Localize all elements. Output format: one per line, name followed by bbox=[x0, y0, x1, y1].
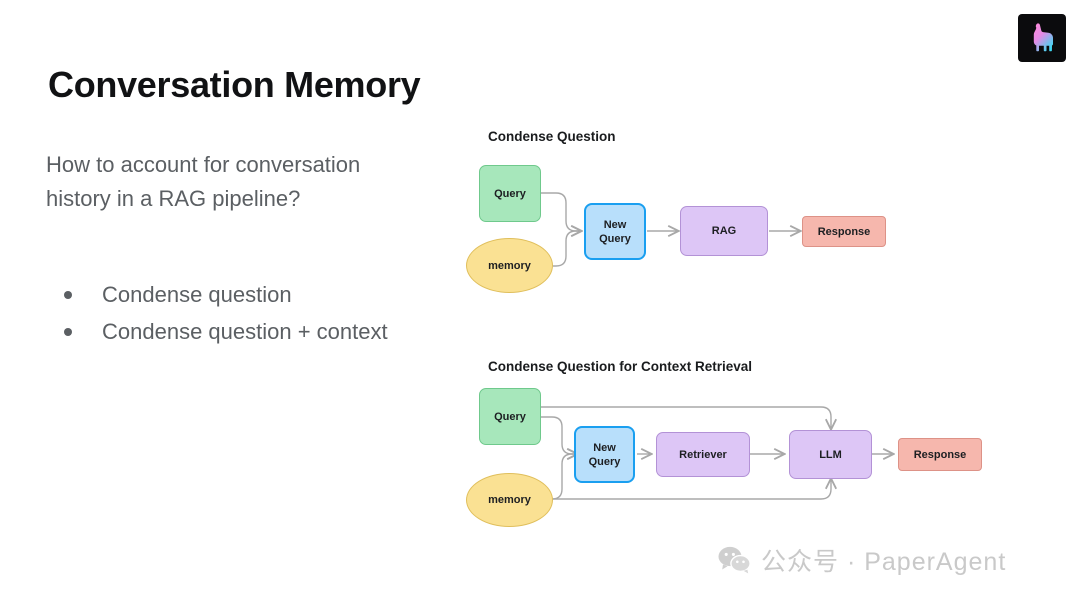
diagram1-connectors bbox=[541, 192, 908, 267]
node-label: Response bbox=[913, 448, 967, 461]
node-label: Retriever bbox=[679, 448, 727, 461]
diagram1-node-new-query: New Query bbox=[584, 203, 646, 260]
wechat-icon bbox=[718, 546, 751, 574]
node-label: Response bbox=[817, 225, 871, 238]
llama-icon bbox=[1033, 23, 1053, 52]
diagram2-node-response: Response bbox=[898, 438, 982, 471]
page-title: Conversation Memory bbox=[48, 64, 421, 105]
list-item: Condense question + context bbox=[46, 313, 406, 350]
node-label: New bbox=[593, 441, 616, 454]
node-label: Query bbox=[599, 232, 631, 245]
node-label: LLM bbox=[819, 448, 842, 461]
diagram1-node-rag: RAG bbox=[680, 206, 768, 256]
node-label: Query bbox=[588, 455, 621, 468]
diagram-condense-question: Condense Question Query memory bbox=[466, 129, 908, 299]
diagram2-connectors bbox=[541, 406, 1008, 500]
diagram2-node-new-query: New Query bbox=[574, 426, 635, 483]
diagram2-node-query: Query bbox=[479, 388, 541, 445]
node-label: memory bbox=[488, 494, 531, 506]
node-label: RAG bbox=[711, 225, 737, 237]
diagram2-caption: Condense Question for Context Retrieval bbox=[488, 359, 753, 374]
diagram1-node-response: Response bbox=[802, 216, 886, 247]
diagram1-node-query: Query bbox=[479, 165, 541, 222]
diagram1-node-memory: memory bbox=[466, 238, 553, 293]
watermark-label: 公众号 · PaperAgent bbox=[761, 548, 1007, 576]
lede-paragraph: How to account for conversation history … bbox=[46, 152, 361, 211]
bullet-dot-icon bbox=[64, 291, 72, 299]
diagram-condense-question-context-retrieval: Condense Question for Context Retrieval bbox=[466, 359, 1008, 534]
diagram1-caption: Condense Question bbox=[488, 129, 616, 144]
node-label: Query bbox=[494, 410, 526, 423]
list-item: Condense question bbox=[46, 276, 406, 313]
bullet-label: Condense question bbox=[102, 282, 292, 307]
bullet-dot-icon bbox=[64, 328, 72, 336]
node-label: New bbox=[603, 218, 627, 231]
watermark: 公众号 · PaperAgent bbox=[718, 542, 1006, 578]
bullet-list: Condense question Condense question + co… bbox=[46, 276, 406, 350]
diagram2-node-llm: LLM bbox=[789, 430, 872, 479]
node-label: memory bbox=[488, 259, 531, 272]
diagram2-node-memory: memory bbox=[466, 473, 553, 527]
node-label: Query bbox=[494, 187, 526, 200]
diagram2-node-retriever: Retriever bbox=[656, 432, 750, 477]
llamaindex-logo bbox=[1018, 14, 1066, 62]
bullet-label: Condense question + context bbox=[102, 319, 388, 344]
